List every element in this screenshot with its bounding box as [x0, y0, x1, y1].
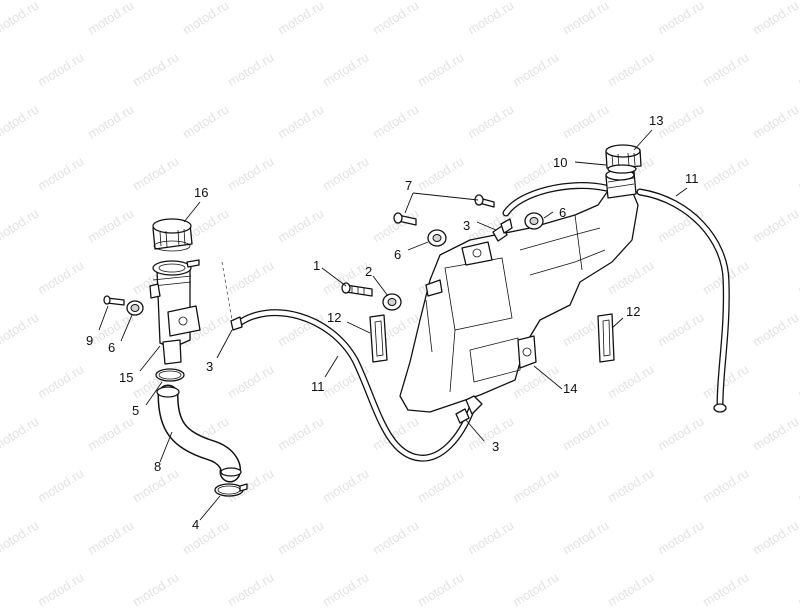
clip-3-upper	[492, 218, 513, 242]
callout-10: 10	[553, 155, 567, 170]
callout-3-upper: 3	[463, 218, 470, 233]
washer-6-middle	[427, 229, 447, 247]
callout-12-left: 12	[327, 310, 341, 325]
callout-labels: 1 2 3 3 3 4 5 6 6 6 6 7 8 9 10 11 11 11 …	[86, 113, 699, 532]
callout-5: 5	[132, 403, 139, 418]
filler-neck-assembly	[103, 218, 233, 365]
cap-13	[605, 144, 642, 169]
callout-2: 2	[365, 264, 372, 279]
gasket-10	[607, 164, 637, 174]
callout-15: 15	[119, 370, 133, 385]
callout-12-right: 12	[626, 304, 640, 319]
leader-lines	[98, 129, 688, 521]
callout-6-left: 6	[108, 340, 115, 355]
cap-16	[152, 218, 193, 252]
pad-12-left	[369, 314, 388, 363]
callout-1: 1	[313, 258, 320, 273]
hose-8	[156, 384, 242, 483]
clip-3-lower	[455, 408, 470, 424]
callout-7: 7	[405, 178, 412, 193]
screw-1	[341, 282, 373, 297]
spacer-2	[382, 293, 402, 311]
hose-11-long-lower	[234, 309, 476, 462]
callout-9: 9	[86, 333, 93, 348]
callout-6-upper: 6	[559, 205, 566, 220]
hose-11-right	[636, 188, 730, 413]
callout-16: 16	[194, 185, 208, 200]
callout-3-left: 3	[206, 359, 213, 374]
washer-6-upper	[524, 212, 544, 230]
screw-7-right	[474, 194, 495, 208]
callout-11-lower: 11	[311, 379, 325, 394]
screw-9	[103, 295, 125, 306]
washer-6-left	[126, 300, 144, 316]
callout-11-right: 11	[685, 171, 699, 186]
expansion-tank-14	[399, 169, 639, 415]
clip-3-left	[230, 316, 243, 331]
callout-13: 13	[649, 113, 663, 128]
clamp-4	[214, 483, 248, 497]
callout-6-middle: 6	[394, 247, 401, 262]
pad-12-right	[597, 313, 615, 363]
callout-14: 14	[563, 381, 577, 396]
callout-4: 4	[192, 517, 199, 532]
callout-8: 8	[154, 459, 161, 474]
callout-3-lower: 3	[492, 439, 499, 454]
hose-11-top	[502, 182, 610, 217]
screw-7-left	[393, 212, 417, 226]
clamp-5	[155, 368, 185, 382]
